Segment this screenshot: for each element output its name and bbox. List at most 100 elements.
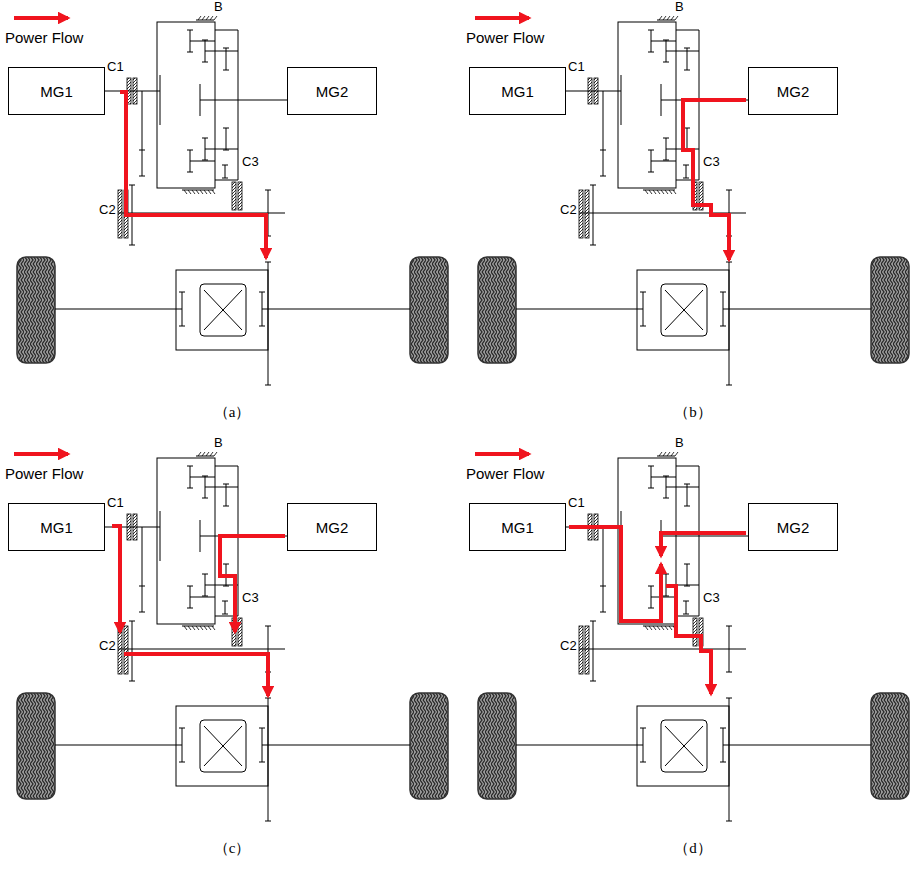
clutch-plate bbox=[579, 190, 583, 238]
gear-symbol bbox=[648, 52, 654, 53]
shaft-line bbox=[205, 487, 238, 488]
gear-symbol bbox=[663, 138, 669, 139]
ground-symbol bbox=[643, 626, 675, 627]
ground-hatch bbox=[208, 626, 211, 630]
gear-symbol bbox=[648, 586, 654, 587]
power-flow-path bbox=[112, 526, 120, 632]
ground-hatch bbox=[206, 452, 209, 456]
shaft-line bbox=[651, 597, 676, 598]
gear-symbol bbox=[640, 728, 646, 729]
gear-symbol bbox=[179, 762, 185, 763]
gear-symbol bbox=[683, 165, 689, 166]
ground-hatch bbox=[675, 452, 678, 456]
ground-hatch bbox=[204, 190, 207, 194]
ground-hatch bbox=[192, 190, 195, 194]
differential-gears bbox=[661, 284, 707, 336]
shaft-line bbox=[190, 477, 215, 478]
gear-symbol bbox=[684, 564, 690, 565]
motor-box: MG1 bbox=[469, 67, 566, 115]
gear-symbol bbox=[726, 190, 732, 191]
gear-symbol bbox=[686, 165, 687, 178]
ground-hatch bbox=[188, 626, 191, 630]
power-flow-arrow bbox=[475, 452, 529, 456]
shaft-line bbox=[651, 477, 676, 478]
ground-hatch bbox=[198, 452, 201, 456]
panel-caption: （d） bbox=[673, 840, 713, 857]
gear-symbol bbox=[590, 185, 596, 186]
power-flow-path bbox=[220, 536, 285, 632]
gear-symbol bbox=[640, 326, 646, 327]
axle bbox=[262, 744, 410, 745]
ground-hatch bbox=[212, 626, 215, 630]
shaft-line bbox=[566, 90, 621, 91]
gear-symbol bbox=[726, 262, 732, 263]
gear-symbol bbox=[259, 292, 265, 293]
gear-symbol bbox=[663, 596, 669, 597]
power-flow-arrow bbox=[14, 452, 68, 456]
gear-symbol bbox=[720, 292, 726, 293]
ring-gear bbox=[618, 458, 676, 624]
gear-symbol bbox=[265, 626, 271, 627]
ground-hatch bbox=[208, 190, 211, 194]
tire bbox=[410, 257, 448, 363]
tire bbox=[410, 693, 448, 799]
motor-name: MG2 bbox=[316, 519, 349, 536]
panel-caption: （b） bbox=[673, 404, 713, 421]
ground-hatch bbox=[661, 626, 664, 630]
gear-symbol bbox=[726, 385, 732, 386]
shaft-line bbox=[142, 91, 143, 150]
gear-symbol bbox=[720, 762, 726, 763]
flow-label: Power Flow bbox=[465, 30, 545, 47]
ground-hatch bbox=[184, 626, 187, 630]
gear-symbol bbox=[129, 185, 135, 186]
ground-hatch bbox=[671, 452, 674, 456]
tire bbox=[17, 693, 55, 799]
ground-hatch bbox=[657, 626, 660, 630]
gear-symbol bbox=[222, 614, 228, 615]
motor-name: MG1 bbox=[40, 519, 73, 536]
ring-gear bbox=[157, 458, 215, 624]
clutch-plate bbox=[579, 626, 583, 674]
gear-symbol bbox=[142, 586, 143, 612]
tire bbox=[478, 693, 516, 799]
axle bbox=[516, 308, 643, 309]
gear-symbol bbox=[223, 586, 229, 587]
shaft-line bbox=[661, 535, 748, 536]
shaft-line bbox=[160, 75, 161, 125]
differential-case bbox=[637, 270, 729, 350]
gear-symbol bbox=[222, 178, 228, 179]
ground-symbol bbox=[182, 190, 214, 191]
gear-symbol bbox=[223, 150, 229, 151]
clutch-plate bbox=[693, 618, 697, 646]
bevel-gear bbox=[665, 726, 703, 766]
ground-hatch bbox=[645, 190, 648, 194]
ground-hatch bbox=[673, 190, 676, 194]
gear-symbol bbox=[663, 498, 669, 499]
shaft-line bbox=[666, 51, 699, 52]
axle bbox=[516, 744, 643, 745]
gear-symbol bbox=[648, 150, 654, 151]
gear-symbol bbox=[202, 574, 208, 575]
gear-symbol bbox=[259, 728, 265, 729]
gear-symbol bbox=[726, 626, 732, 627]
ring-gear bbox=[157, 22, 215, 188]
ground-hatch bbox=[663, 452, 666, 456]
planet-carrier bbox=[676, 466, 699, 616]
gear-symbol bbox=[202, 138, 208, 139]
gear-symbol bbox=[265, 698, 271, 699]
axle bbox=[55, 744, 182, 745]
clutch-plate bbox=[133, 78, 137, 104]
shaft-line bbox=[603, 527, 604, 586]
shaft-line bbox=[142, 527, 143, 586]
shaft-line bbox=[190, 41, 215, 42]
motor-box: MG1 bbox=[8, 503, 105, 551]
panel-caption: （a） bbox=[213, 404, 252, 421]
ground-hatch bbox=[198, 16, 201, 20]
flow-label: Power Flow bbox=[465, 466, 545, 483]
motor-box: MG2 bbox=[287, 503, 377, 551]
power-flow-arrow bbox=[14, 16, 68, 20]
motor-box: MG1 bbox=[469, 503, 566, 551]
gear-symbol bbox=[222, 601, 228, 602]
shaft-line bbox=[579, 648, 746, 649]
gear-symbol bbox=[684, 70, 690, 71]
